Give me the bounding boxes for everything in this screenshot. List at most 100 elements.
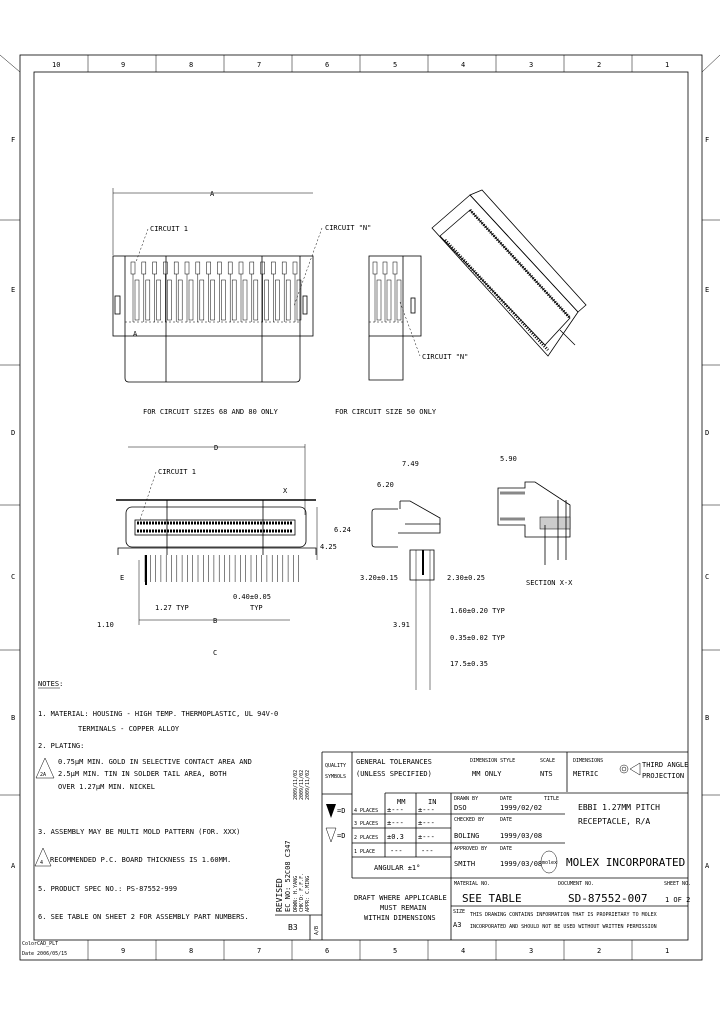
- col-label: 8: [189, 61, 193, 69]
- dim-typ: TYP: [250, 604, 263, 612]
- col-label: 2: [597, 947, 601, 955]
- row-label: A: [705, 862, 710, 870]
- material-label: MATERIAL NO.: [454, 881, 490, 887]
- contact-top: [372, 261, 378, 275]
- dim-d1: 3.91: [393, 621, 410, 629]
- row-label: E: [705, 286, 709, 294]
- col-label: 8: [189, 947, 193, 955]
- dim-style-label: DIMENSION STYLE: [470, 758, 515, 764]
- col-label: 6: [325, 947, 329, 955]
- col-label: 5: [393, 61, 397, 69]
- row-label: F: [11, 136, 15, 144]
- circuit-1-label: CIRCUIT 1: [158, 468, 196, 476]
- section-view: 5.90 SECTION X-X: [497, 455, 573, 587]
- note-flag: 2A: [40, 772, 46, 778]
- proprietary-notice: THIS DRAWING CONTAINS INFORMATION THAT I…: [470, 912, 657, 918]
- drawn-date-label: DATE: [500, 796, 512, 802]
- contact-bottom: [264, 279, 269, 321]
- draft-note: MUST REMAIN: [380, 904, 426, 912]
- tol-mm: ---: [390, 847, 403, 855]
- projection-label: PROJECTION: [642, 772, 684, 780]
- draft-note: WITHIN DIMENSIONS: [364, 914, 436, 922]
- note-line: 6. SEE TABLE ON SHEET 2 FOR ASSEMBLY PAR…: [38, 913, 249, 921]
- top-view-68-80: A CIRCUIT 1 CIRCUIT "N" A FOR CIRCUIT SI…: [112, 188, 371, 416]
- tol-row: 3 PLACES ±--- ±---: [354, 819, 435, 827]
- contact-top: [227, 261, 233, 275]
- tol-in: ±---: [418, 819, 435, 827]
- col-label: 7: [257, 947, 261, 955]
- dim-style: MM ONLY: [472, 770, 502, 778]
- tol-angular: ANGULAR ±1°: [374, 864, 420, 872]
- dimensions-label: DIMENSIONS: [573, 758, 603, 764]
- row-label: B: [705, 714, 709, 722]
- quality-open-triangle-icon: [325, 827, 337, 843]
- drawn-by: DSO: [454, 804, 467, 812]
- dim-section-w: 5.90: [500, 455, 517, 463]
- dim-d2: 0.35±0.02 TYP: [450, 634, 505, 642]
- contact-bottom: [231, 279, 237, 321]
- row-labels: F E D C B A F E D C B A: [11, 136, 710, 870]
- quality-row: =D: [337, 807, 345, 815]
- contact-top: [249, 261, 255, 275]
- material-value: SEE TABLE: [462, 892, 522, 905]
- approved-date: 1999/03/08: [500, 860, 542, 868]
- note-line: TERMINALS - COPPER ALLOY: [78, 725, 180, 733]
- col-label: 9: [121, 947, 125, 955]
- notes-title: NOTES:: [38, 680, 63, 688]
- contact-bottom: [242, 279, 248, 321]
- approved-by: SMITH: [454, 860, 475, 868]
- note-line: 1. MATERIAL: HOUSING - HIGH TEMP. THERMO…: [38, 710, 278, 718]
- dim-row: 1.60±0.20 TYP: [450, 607, 505, 615]
- view-caption: FOR CIRCUIT SIZE 50 ONLY: [335, 408, 437, 416]
- front-view: D CIRCUIT 1 X 4.25 6.24 E 1.27 TYP 0.40±…: [97, 444, 351, 657]
- company-name: MOLEX INCORPORATED: [566, 856, 685, 869]
- col-label: 2: [597, 61, 601, 69]
- contact-bottom: [253, 279, 259, 321]
- dim-w1: 7.49: [402, 460, 419, 468]
- col-label: 9: [121, 61, 125, 69]
- checked-date-label: DATE: [500, 817, 512, 823]
- rev-sheet: A/B: [314, 926, 320, 935]
- flag-triangle-icon: [35, 757, 55, 779]
- row-label: C: [705, 573, 709, 581]
- note-line: 2.5µM MIN. TIN IN SOLDER TAIL AREA, BOTH: [58, 770, 227, 778]
- column-labels-bottom: 9 8 7 6 5 4 3 2 1 ColorCAD_PLT Date 2006…: [22, 941, 669, 957]
- contact-top: [382, 261, 388, 275]
- contact-top: [271, 261, 276, 275]
- tolerances-title: GENERAL TOLERANCES: [356, 758, 432, 766]
- dim-h1: 4.25: [320, 543, 337, 551]
- tol-places: 2 PLACES: [354, 835, 378, 841]
- side-view: 7.49 6.20 3.20±0.15 2.30±0.25 1.60±0.20 …: [360, 460, 505, 690]
- size-value: A3: [453, 921, 461, 929]
- rev-approved: APPR: C.MING: [305, 876, 311, 912]
- tol-row: 2 PLACES ±0.3 ±---: [354, 833, 435, 841]
- contact-top: [152, 261, 157, 275]
- tol-places: 3 PLACES: [354, 821, 378, 827]
- circuit-n-label: CIRCUIT "N": [325, 224, 371, 232]
- tol-header: MM: [397, 798, 405, 806]
- view-caption: FOR CIRCUIT SIZES 68 AND 80 ONLY: [143, 408, 279, 416]
- top-view-50: CIRCUIT "N" FOR CIRCUIT SIZE 50 ONLY: [335, 255, 468, 416]
- dim-d: D: [214, 444, 218, 452]
- contact-bottom: [285, 279, 291, 321]
- rev-date: 2009/11/02: [293, 770, 299, 800]
- quality-row: =D: [337, 832, 345, 840]
- tol-row: 1 PLACE --- ---: [354, 847, 434, 855]
- contact-bottom: [396, 279, 402, 321]
- drawing-title: RECEPTACLE, R/A: [578, 817, 650, 826]
- contact-top: [206, 261, 211, 275]
- revision-block: REVISED EC NO: 52C08 C347 DRWN: H.YANG C…: [275, 770, 322, 940]
- dim-h2: 6.24: [334, 526, 351, 534]
- rev-date: 2009/11/02: [299, 770, 305, 800]
- contact-top: [163, 261, 168, 275]
- column-labels-top: 10 9 8 7 6 5 4 3 2 1: [52, 61, 669, 69]
- note-line: 3. ASSEMBLY MAY BE MULTI MOLD PATTERN (F…: [38, 828, 240, 836]
- contact-top: [173, 261, 179, 275]
- col-label: 5: [393, 947, 397, 955]
- dim-offset: 1.10: [97, 621, 114, 629]
- col-label: 4: [461, 947, 465, 955]
- title-block: QUALITY SYMBOLS =D =D GENERAL TOLERANCES…: [321, 751, 691, 940]
- row-label: B: [11, 714, 15, 722]
- circuit-n-label: CIRCUIT "N": [422, 353, 468, 361]
- sheet-label: SHEET NO.: [664, 881, 691, 887]
